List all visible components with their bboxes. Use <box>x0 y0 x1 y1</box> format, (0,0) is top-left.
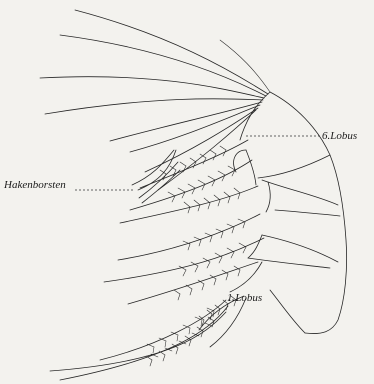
lobe-6-label: 6.Lobus <box>322 130 357 142</box>
upper-setae <box>40 10 270 190</box>
hook-bristles-label: Hakenborsten <box>3 179 66 191</box>
feathered-setae <box>50 140 264 380</box>
lobe-1-label: 1.Lobus <box>227 292 262 304</box>
